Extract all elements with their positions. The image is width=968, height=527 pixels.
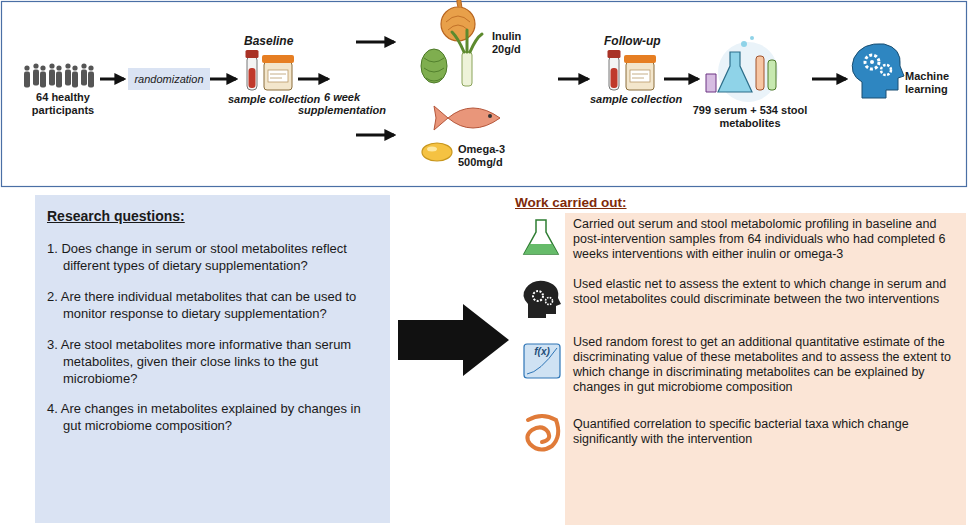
node-text: randomization: [134, 73, 203, 85]
node-text: 1. Does change in serum or stool metabol…: [47, 241, 376, 275]
step-label: sample collection: [590, 93, 690, 106]
node-text: Used elastic net to assess the extent to…: [573, 277, 959, 307]
profiling-flask-icon: [524, 220, 558, 254]
sample-kit-icon: [246, 50, 295, 90]
node-text: 4. Are changes in metabolites explained …: [47, 401, 376, 435]
supplement-label: Omega-3 500mg/d: [458, 143, 522, 169]
inulin-icon: [421, 0, 482, 86]
question-panel: Research questions: 1. Does change in ser…: [35, 195, 390, 523]
random-forest-icon: [524, 344, 560, 378]
elastic-net-icon: [523, 281, 561, 318]
node-text: 3. Are stool metabolites more informativ…: [47, 337, 376, 388]
timepoint-label: Baseline: [244, 34, 304, 48]
gut-icon: [527, 416, 558, 450]
timepoint-label: Follow-up: [604, 34, 674, 48]
top-panel: [2, 2, 967, 187]
step-label: 6 week supplementation: [296, 91, 388, 117]
node-text: Carried out serum and stool metabolomic …: [573, 217, 959, 262]
sample-kit-icon: [608, 50, 657, 90]
node-text: 2. Are there individual metabolites that…: [47, 289, 376, 323]
work-panel: Work carried out: Carried out serum and s…: [515, 195, 966, 525]
participants-label: 64 healthy participants: [18, 91, 108, 117]
panel-heading: Research questions:: [47, 207, 376, 225]
metabolite-count: 799 serum + 534 stool metabolites: [668, 104, 832, 130]
block-arrow: [398, 304, 509, 376]
machine-learning-icon: [852, 44, 904, 98]
flow-arrows: [100, 42, 846, 135]
icon-text: f(x): [528, 346, 556, 358]
lab-icon: [706, 36, 778, 102]
process-box: randomization: [128, 68, 210, 90]
node-text: Used random forest to get an additional …: [573, 335, 959, 395]
panel-heading: Work carried out:: [515, 195, 627, 211]
supplement-label: Inulin 20g/d: [492, 30, 544, 56]
people-icon: [24, 63, 94, 87]
step-label: Machine learning: [905, 70, 961, 96]
node-text: Quantified correlation to specific bacte…: [573, 417, 959, 447]
